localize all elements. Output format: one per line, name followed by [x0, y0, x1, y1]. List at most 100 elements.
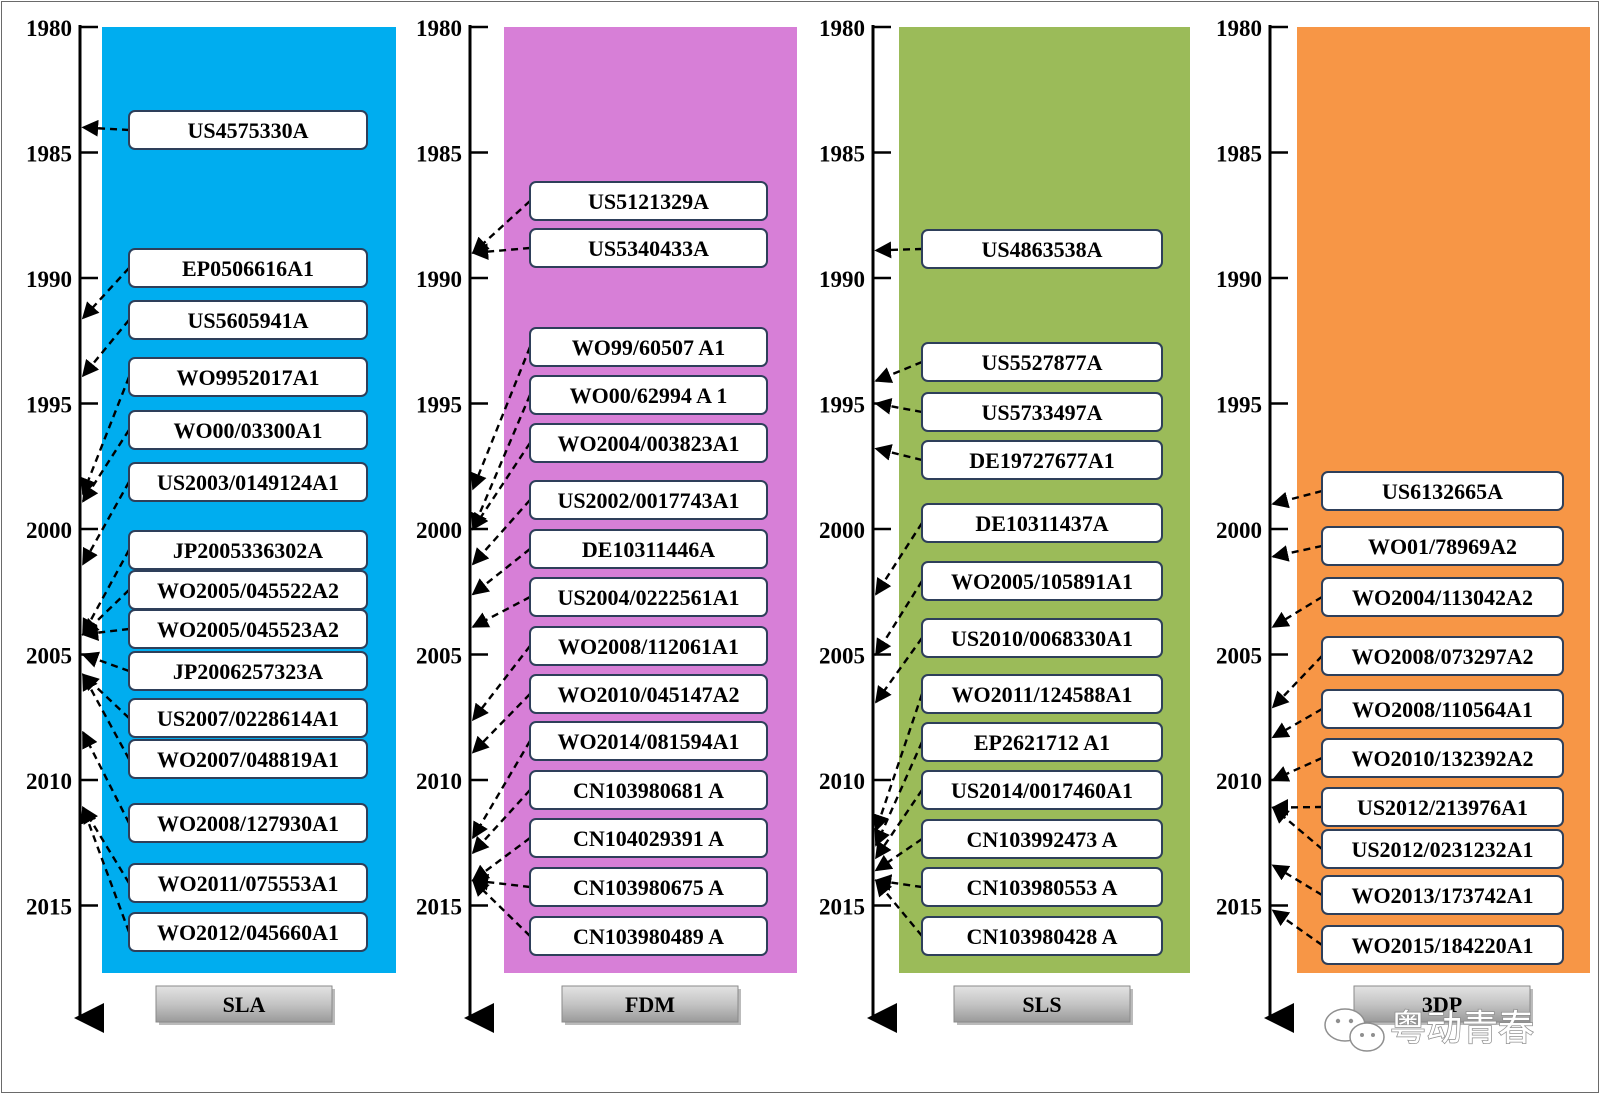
patent-box — [921, 342, 1163, 382]
patent-box — [1321, 471, 1564, 511]
year-tick-label: 1995 — [416, 393, 462, 418]
leader-line — [874, 580, 924, 656]
patent-label: CN103980553 A — [967, 875, 1118, 900]
year-tick-label: 1980 — [26, 16, 72, 41]
patent-box — [128, 739, 368, 779]
patent-box — [128, 110, 368, 150]
year-tick-label: 1995 — [1216, 393, 1262, 418]
category-label-sla: SLA — [223, 992, 266, 1017]
patent-label: CN103980489 A — [573, 924, 724, 949]
patent-label: US5605941A — [187, 308, 308, 333]
patent-box — [128, 651, 368, 691]
patent-box — [921, 561, 1163, 601]
leader-line — [471, 879, 531, 937]
panel-sls — [899, 27, 1190, 973]
patent-box — [128, 357, 368, 397]
leader-line — [1271, 864, 1323, 897]
patent-box — [128, 803, 368, 843]
patent-label: US2012/213976A1 — [1357, 795, 1528, 820]
year-tick-label: 2015 — [819, 895, 865, 920]
leader-line — [81, 624, 130, 641]
leader-line — [874, 879, 923, 937]
leader-line — [471, 548, 531, 596]
patent-box — [921, 867, 1163, 907]
year-tick-label: 2015 — [1216, 895, 1262, 920]
leader-line — [874, 241, 923, 259]
leader-line — [81, 673, 131, 760]
patent-label: CN104029391 A — [573, 826, 724, 851]
patent-box — [1321, 787, 1564, 827]
year-tick-label: 1985 — [26, 142, 72, 167]
patent-label: US2004/0222561A1 — [557, 585, 739, 610]
leader-line — [80, 806, 131, 933]
patent-box — [1321, 925, 1564, 965]
patent-label: US2007/0228614A1 — [157, 706, 339, 731]
patent-label: WO2005/045523A2 — [157, 617, 339, 642]
patent-box — [529, 480, 768, 520]
leader-line — [471, 645, 531, 722]
leader-line — [1271, 806, 1323, 850]
leader-line — [471, 873, 531, 891]
patent-label: WO2005/045522A2 — [157, 578, 339, 603]
year-tick-label: 2010 — [819, 769, 865, 794]
patent-box — [529, 867, 768, 907]
year-tick-label: 2015 — [26, 895, 72, 920]
patent-box — [921, 392, 1163, 432]
patent-box — [529, 721, 768, 761]
patent-label: WO2005/105891A1 — [951, 569, 1133, 594]
leader-line — [81, 119, 130, 137]
leader-line — [81, 651, 130, 673]
year-tick-label: 2005 — [1216, 644, 1262, 669]
patent-label: WO2004/003823A1 — [557, 431, 739, 456]
leader-line — [874, 360, 923, 383]
patent-label: WO2013/173742A1 — [1351, 883, 1533, 908]
year-tick-label: 1980 — [819, 16, 865, 41]
patent-label: JP2006257323A — [173, 659, 323, 684]
year-tick-label: 2000 — [26, 518, 72, 543]
patent-label: DE10311446A — [582, 537, 715, 562]
leader-line — [1271, 544, 1323, 562]
patent-label: CN103992473 A — [967, 827, 1118, 852]
leader-line — [471, 740, 532, 840]
patent-box — [529, 674, 768, 714]
leader-line — [875, 789, 923, 860]
patent-box — [128, 410, 368, 450]
year-tick-label: 1980 — [1216, 16, 1262, 41]
patent-label: US2002/0017743A1 — [557, 488, 739, 513]
patent-label: WO99/60507 A1 — [572, 335, 725, 360]
year-tick-label: 2010 — [416, 769, 462, 794]
patent-box — [529, 577, 768, 617]
year-tick-label: 1995 — [819, 393, 865, 418]
patent-box — [1321, 526, 1564, 566]
leader-line — [471, 442, 532, 531]
patent-label: WO2014/081594A1 — [557, 729, 739, 754]
patent-box — [1321, 875, 1564, 915]
leader-line — [81, 481, 131, 566]
year-tick-label: 1980 — [416, 16, 462, 41]
patent-label: US2012/0231232A1 — [1351, 837, 1533, 862]
patent-box — [128, 462, 368, 502]
watermark: 粤动青春 — [1324, 1007, 1535, 1052]
leader-line — [471, 693, 531, 754]
patent-label: WO2012/045660A1 — [157, 920, 339, 945]
patent-box — [921, 440, 1163, 480]
year-tick-label: 1985 — [416, 142, 462, 167]
patent-label: WO2010/132392A2 — [1351, 746, 1533, 771]
leader-line — [874, 397, 923, 415]
patent-box — [128, 698, 368, 738]
year-tick-label: 1990 — [416, 267, 462, 292]
patent-label: WO00/62994 A 1 — [570, 383, 728, 408]
leader-line — [874, 838, 923, 872]
patent-label: DE19727677A1 — [969, 448, 1114, 473]
patent-box — [128, 300, 368, 340]
leader-line — [1271, 756, 1323, 782]
patent-label: CN103980681 A — [573, 778, 724, 803]
category-tab-3dp — [1353, 985, 1531, 1023]
leader-line — [874, 522, 924, 596]
leader-line — [1271, 707, 1323, 739]
year-tick-label: 1985 — [1216, 142, 1262, 167]
patent-box — [529, 228, 768, 268]
leader-line — [1271, 489, 1323, 509]
year-tick-label: 2015 — [416, 895, 462, 920]
